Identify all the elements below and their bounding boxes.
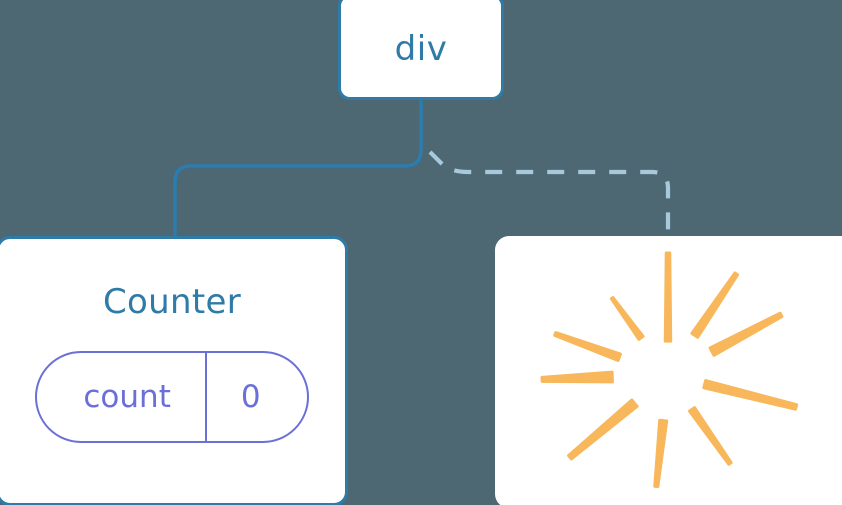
sparkle-ray-8	[702, 379, 799, 411]
sparkle-ray-4	[540, 370, 614, 384]
sparkle-ray-9	[708, 311, 784, 357]
sparkle-ray-6	[653, 418, 669, 489]
state-pill-divider	[204, 353, 207, 441]
sparkle-ray-3	[553, 331, 622, 362]
state-pill-count[interactable]: count 0	[35, 351, 309, 443]
connector-root-to-sparkle	[428, 150, 671, 240]
sparkle-ray-1	[663, 251, 673, 343]
state-value-label: 0	[240, 378, 261, 415]
connector-root-to-counter	[173, 98, 423, 242]
node-counter[interactable]: Counter count 0	[0, 236, 348, 505]
sparkle-ray-5	[567, 398, 639, 461]
node-sparkle-burst[interactable]	[495, 236, 842, 505]
sparkle-ray-7	[688, 406, 733, 466]
sparkle-ray-2	[609, 296, 645, 341]
node-counter-label: Counter	[103, 282, 241, 322]
node-div-label: div	[394, 29, 448, 69]
sparkle-burst-icon	[540, 251, 799, 489]
node-div[interactable]: div	[338, 0, 504, 100]
state-key-label: count	[83, 378, 171, 415]
sparkle-ray-10	[690, 271, 740, 339]
